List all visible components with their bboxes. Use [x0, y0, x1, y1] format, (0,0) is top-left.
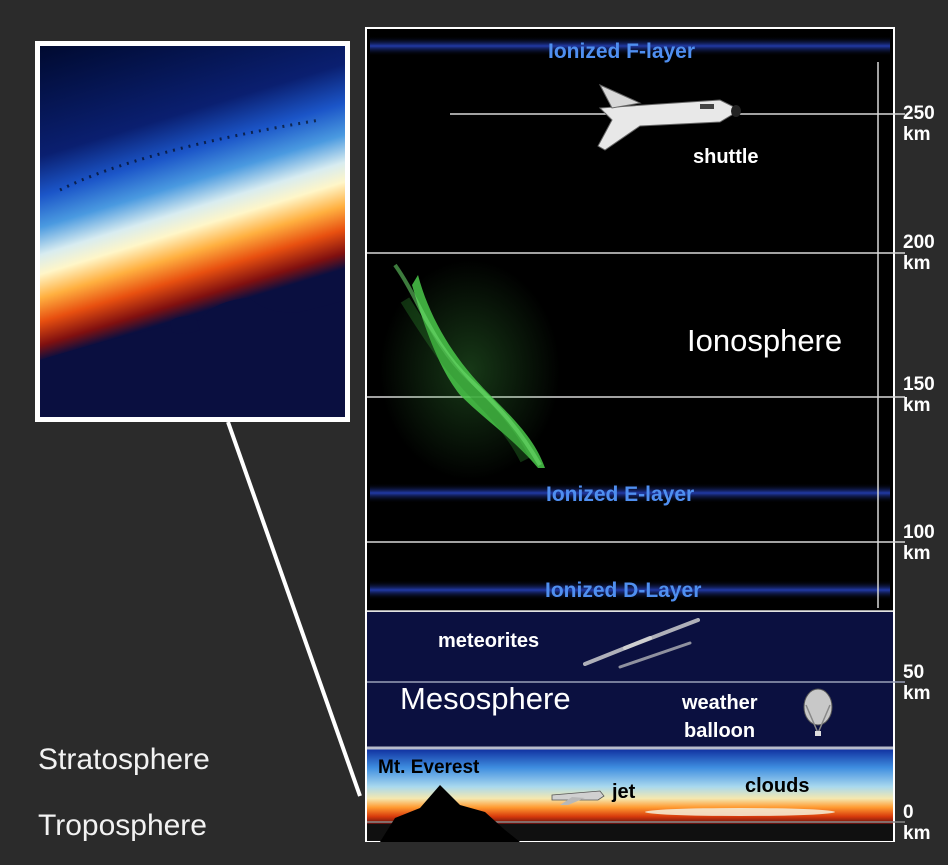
clouds-icon — [645, 808, 835, 816]
f-layer-band — [370, 36, 890, 56]
e-layer-label: Ionized E-layer — [546, 483, 695, 506]
mesosphere-label: Mesosphere — [400, 681, 571, 716]
connector-line — [226, 421, 362, 797]
weather-label: weather — [682, 692, 758, 714]
stratosphere-label: Stratosphere — [38, 743, 210, 776]
shuttle-icon — [597, 83, 742, 151]
d-layer-band — [370, 580, 890, 600]
mesosphere-region — [367, 612, 893, 747]
altitude-lines — [367, 113, 905, 823]
jet-label: jet — [612, 781, 636, 803]
mt-everest-icon — [380, 785, 520, 842]
troposphere-label: Troposphere — [38, 809, 207, 842]
balloon-label: balloon — [684, 720, 756, 742]
ionosphere-label: Ionosphere — [687, 323, 843, 358]
jet-icon — [551, 790, 605, 805]
e-layer-band — [370, 483, 890, 503]
meteorites-label: meteorites — [438, 630, 540, 652]
aurora-image — [380, 260, 560, 480]
mt-everest-label: Mt. Everest — [378, 757, 480, 778]
meteorites-icon — [583, 618, 700, 669]
f-layer-label: Ionized F-layer — [548, 40, 696, 63]
d-layer-label: Ionized D-Layer — [545, 579, 702, 602]
inset-photo — [40, 46, 345, 417]
weather-balloon-icon — [803, 688, 833, 736]
clouds-label: clouds — [745, 775, 810, 797]
shuttle-label: shuttle — [693, 146, 759, 168]
